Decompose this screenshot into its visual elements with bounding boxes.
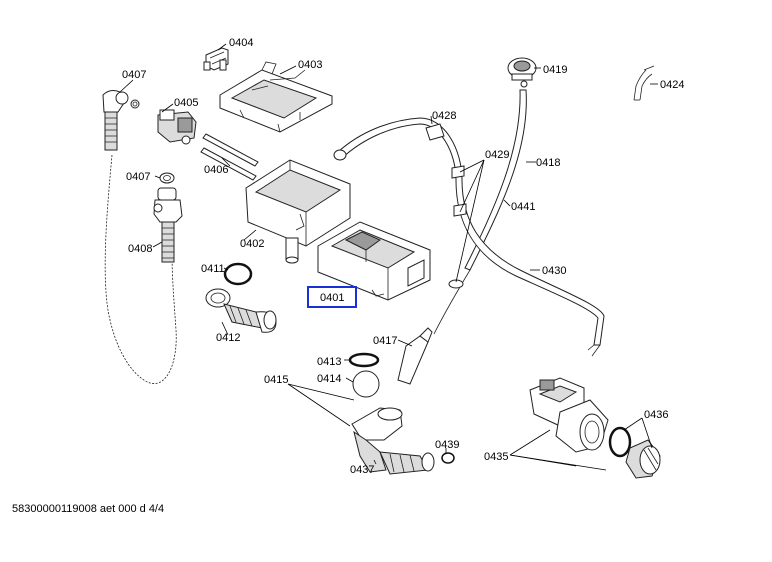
part-0435-pump [529, 377, 609, 453]
part-0402-drawer-housing [245, 159, 351, 264]
label-0417[interactable]: 0417 [373, 335, 397, 347]
part-0430-hose [333, 117, 605, 357]
drain-hose-loop [104, 154, 177, 384]
label-0406[interactable]: 0406 [204, 164, 228, 176]
label-0437[interactable]: 0437 [350, 464, 374, 476]
label-0414[interactable]: 0414 [317, 373, 341, 385]
label-0435[interactable]: 0435 [484, 451, 508, 463]
label-0436[interactable]: 0436 [644, 409, 668, 421]
label-0429[interactable]: 0429 [485, 149, 509, 161]
label-0439[interactable]: 0439 [435, 439, 459, 451]
highlight-box-0401 [307, 286, 357, 308]
label-0428[interactable]: 0428 [432, 110, 456, 122]
label-0401[interactable]: 0401 [320, 292, 344, 304]
label-0441[interactable]: 0441 [511, 201, 535, 213]
part-0404-bracket [203, 47, 229, 71]
label-0411[interactable]: 0411 [201, 263, 225, 275]
part-0439-hose-clip [441, 452, 455, 464]
label-0418[interactable]: 0418 [536, 157, 560, 169]
label-0408[interactable]: 0408 [128, 243, 152, 255]
part-0403-lid [219, 61, 333, 133]
part-0424-clip [633, 65, 655, 101]
part-0408-hose-connector [153, 187, 183, 263]
label-0419[interactable]: 0419 [543, 64, 567, 76]
label-0403[interactable]: 0403 [298, 59, 322, 71]
label-0412[interactable]: 0412 [216, 332, 240, 344]
part-0407-ring [159, 172, 175, 184]
label-0405[interactable]: 0405 [174, 97, 198, 109]
part-0413-ring [348, 352, 380, 368]
part-0417-sensor [397, 327, 433, 385]
label-0402[interactable]: 0402 [240, 238, 264, 250]
part-0412-bellows-hose [205, 288, 277, 333]
label-0407-top[interactable]: 0407 [122, 69, 146, 81]
part-0437-sump-hose [351, 407, 435, 475]
part-0411-gasket [223, 262, 253, 286]
part-0419-pressure-switch [507, 57, 537, 88]
part-0436-seal-filter [608, 426, 661, 479]
part-0418-tube-segment [433, 269, 471, 335]
part-0401-drawer [317, 221, 431, 301]
label-0413[interactable]: 0413 [317, 356, 341, 368]
label-0404[interactable]: 0404 [229, 37, 253, 49]
label-0430[interactable]: 0430 [542, 265, 566, 277]
leader-lines [119, 43, 658, 471]
label-0407-ring[interactable]: 0407 [126, 171, 150, 183]
part-0407-inlet-hose [102, 90, 140, 151]
diagram-footer-code: 58300000119008 aet 000 d 4/4 [12, 503, 165, 515]
label-0424[interactable]: 0424 [660, 79, 684, 91]
part-0414-ball [352, 370, 380, 398]
label-0415[interactable]: 0415 [264, 374, 288, 386]
part-0405-valve [157, 109, 197, 145]
